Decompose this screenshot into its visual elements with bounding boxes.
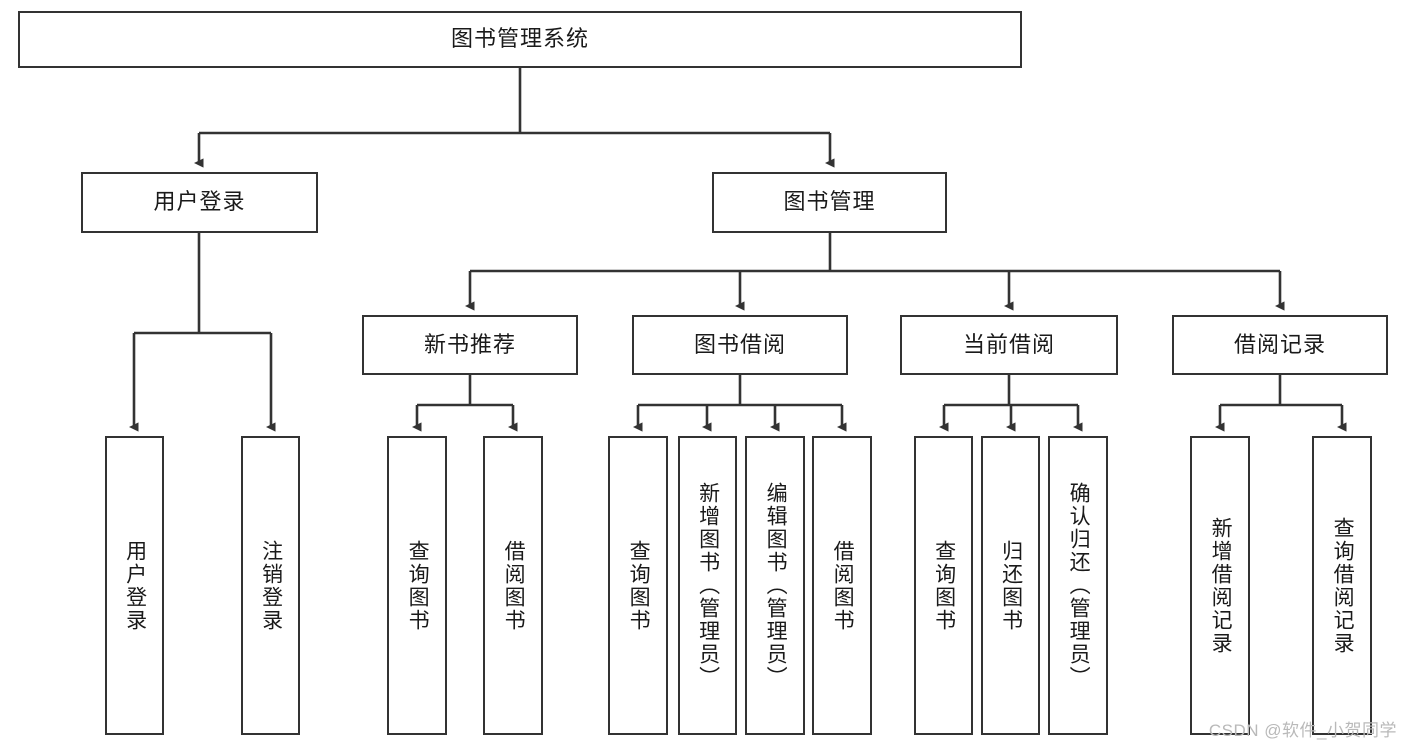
csdn-watermark: CSDN @软件_小贺同学 — [1208, 721, 1397, 740]
node-label: 借阅图书 — [502, 539, 526, 632]
leaf-edit-book[interactable]: 编辑图书（管理员） — [745, 436, 805, 735]
node-label: 查询图书 — [627, 539, 651, 632]
leaf-add-book[interactable]: 新增图书（管理员） — [678, 436, 737, 735]
leaf-add-record[interactable]: 新增借阅记录 — [1190, 436, 1250, 735]
node-label: 借阅记录 — [1233, 331, 1326, 357]
node-current-borrow[interactable]: 当前借阅 — [900, 315, 1118, 375]
node-label: 确认归还（管理员） — [1067, 482, 1091, 689]
node-label: 编辑图书（管理员） — [764, 482, 788, 689]
node-root-system[interactable]: 图书管理系统 — [18, 11, 1022, 68]
leaf-user-login[interactable]: 用户登录 — [105, 436, 164, 735]
node-book-borrow[interactable]: 图书借阅 — [632, 315, 848, 375]
node-label: 图书借阅 — [693, 331, 786, 357]
leaf-logout[interactable]: 注销登录 — [241, 436, 300, 735]
node-label: 用户登录 — [153, 189, 246, 215]
node-label: 当前借阅 — [962, 331, 1055, 357]
node-label: 借阅图书 — [831, 539, 855, 632]
node-label: 查询图书 — [406, 539, 430, 632]
leaf-borrow-book-2[interactable]: 借阅图书 — [812, 436, 872, 735]
node-book-manage[interactable]: 图书管理 — [712, 172, 947, 233]
leaf-confirm-return[interactable]: 确认归还（管理员） — [1048, 436, 1108, 735]
leaf-return-book[interactable]: 归还图书 — [981, 436, 1040, 735]
node-label: 归还图书 — [999, 539, 1023, 632]
node-user-login[interactable]: 用户登录 — [81, 172, 318, 233]
node-label: 注销登录 — [259, 539, 283, 632]
node-label: 图书管理系统 — [450, 26, 589, 52]
node-label: 新书推荐 — [423, 331, 516, 357]
leaf-query-book-2[interactable]: 查询图书 — [608, 436, 668, 735]
node-borrow-record[interactable]: 借阅记录 — [1172, 315, 1388, 375]
node-label: 查询图书 — [932, 539, 956, 632]
leaf-query-book-3[interactable]: 查询图书 — [914, 436, 973, 735]
node-label: 图书管理 — [783, 189, 876, 215]
node-label: 新增图书（管理员） — [696, 482, 720, 689]
leaf-query-record[interactable]: 查询借阅记录 — [1312, 436, 1372, 735]
node-label: 查询借阅记录 — [1331, 516, 1355, 655]
node-label: 用户登录 — [123, 539, 147, 632]
leaf-borrow-book-1[interactable]: 借阅图书 — [483, 436, 543, 735]
leaf-query-book-1[interactable]: 查询图书 — [387, 436, 447, 735]
node-label: 新增借阅记录 — [1209, 516, 1233, 655]
node-new-book-recommend[interactable]: 新书推荐 — [362, 315, 578, 375]
